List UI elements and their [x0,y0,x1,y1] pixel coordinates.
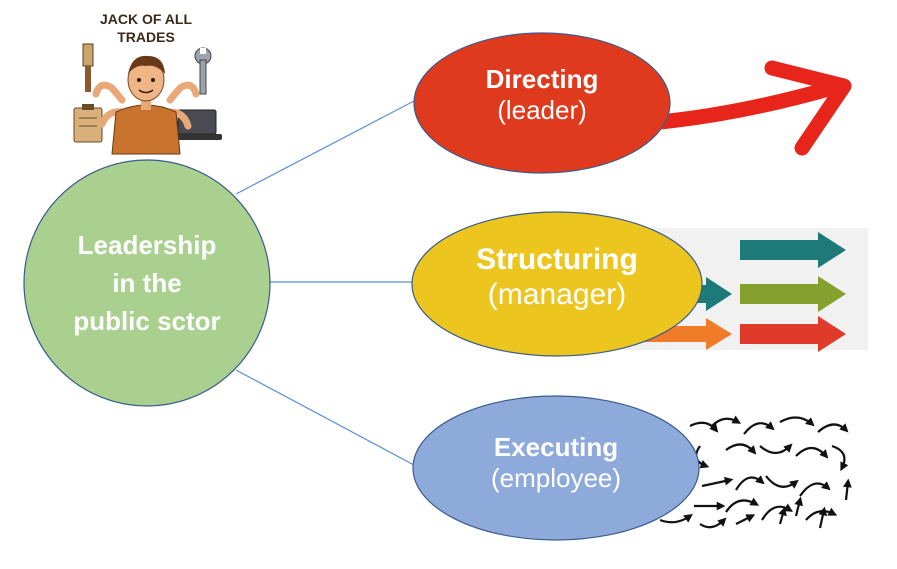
center-label-line3: public sctor [73,306,221,336]
clipboard-icon [73,104,103,143]
arrow-teal-top [740,232,846,268]
connector-executing [235,369,415,466]
executing-oval [412,395,700,541]
center-circle [23,159,271,407]
paintbrush-icon [82,43,94,92]
directing-label: Directing (leader) [432,64,652,125]
structuring-oval [411,211,703,357]
directing-oval [413,32,671,174]
structuring-label: Structuring (manager) [437,242,677,313]
jack-of-all-trades-logo: JACK OF ALL TRADES [73,11,222,155]
red-arrow-icon [652,60,852,156]
arrow-red-bottom [740,316,846,352]
center-label-line2: in the [112,268,182,298]
wrench-icon [194,47,212,95]
executing-role: (employee) [490,462,622,493]
structuring-role: (manager) [487,278,627,312]
center-label: Leadership in the public sctor [47,226,247,340]
connector-directing [235,100,415,195]
center-label-line1: Leadership [77,230,217,260]
structuring-title: Structuring [476,243,638,276]
connector-lines [235,100,415,466]
arrow-olive-mid [740,276,846,312]
logo-text-line2: TRADES [117,29,175,45]
logo-text-line1: JACK OF ALL [100,11,192,27]
directing-role: (leader) [497,94,587,125]
executing-title: Executing [493,432,619,462]
worker-figure [92,55,200,155]
executing-label: Executing (employee) [446,432,666,493]
directing-title: Directing [485,64,599,94]
